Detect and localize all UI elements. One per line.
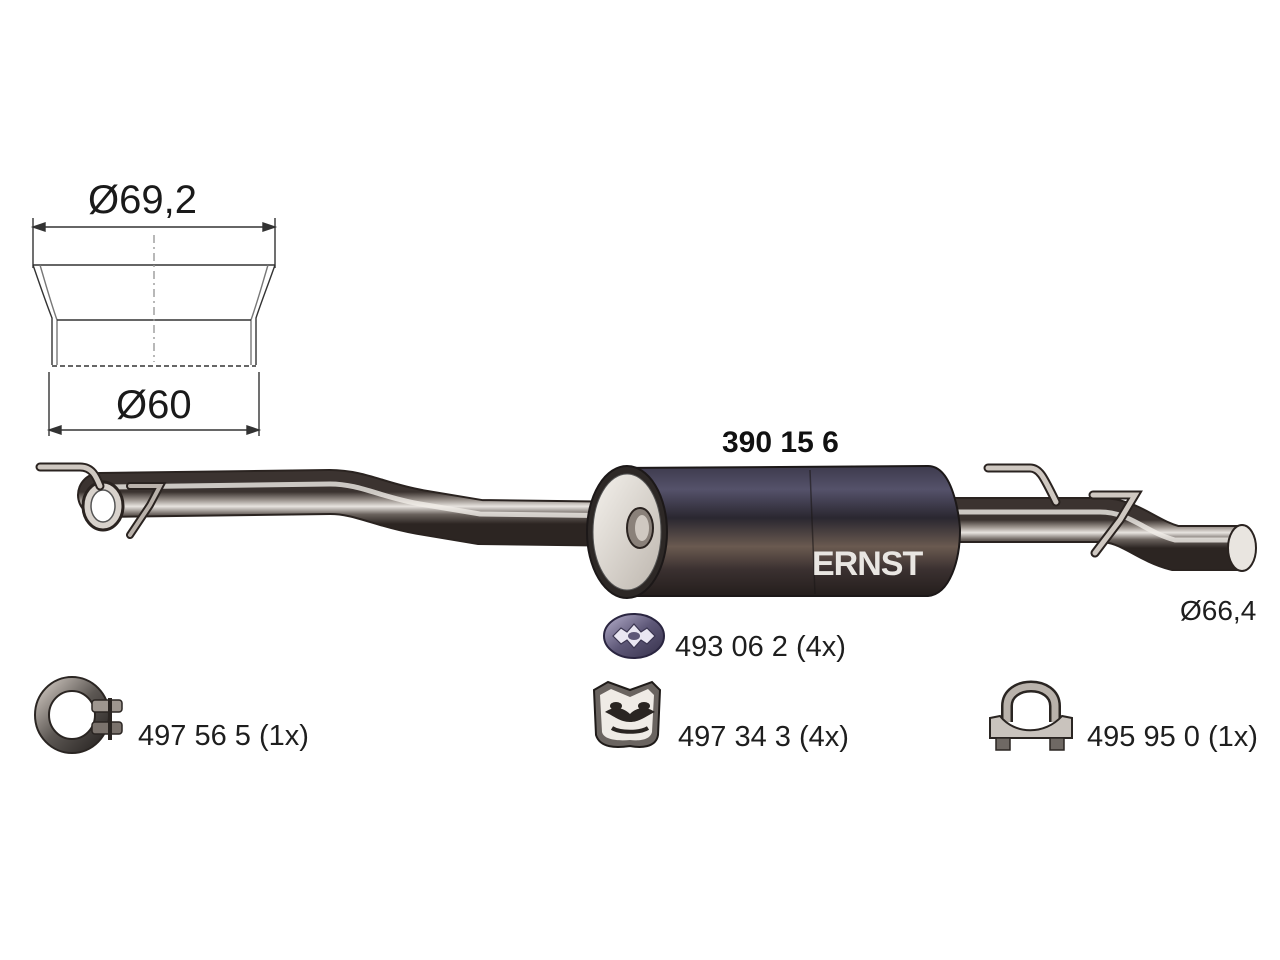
flange-outer-diameter-label: Ø69,2 [88, 178, 197, 222]
brand-logo: ERNST [812, 545, 923, 583]
band-clamp-icon [34, 676, 123, 754]
lock-washer-icon [603, 613, 665, 659]
part-number: 390 15 6 [722, 426, 839, 459]
exhaust-pipe [35, 462, 1257, 572]
outlet-diameter-label: Ø66,4 [1180, 595, 1257, 626]
accessory-label-rubber-mount: 497 34 3 (4x) [678, 721, 849, 753]
rubber-mount-icon [592, 680, 662, 748]
accessory-label-u-bolt-clamp: 495 95 0 (1x) [1087, 721, 1258, 753]
flange-section [30, 218, 278, 436]
u-bolt-clamp-icon [989, 680, 1073, 751]
accessory-label-band-clamp: 497 56 5 (1x) [138, 720, 309, 752]
muffler [586, 464, 962, 599]
accessory-label-lock-washer: 493 06 2 (4x) [675, 631, 846, 663]
flange-inner-diameter-label: Ø60 [116, 383, 192, 427]
